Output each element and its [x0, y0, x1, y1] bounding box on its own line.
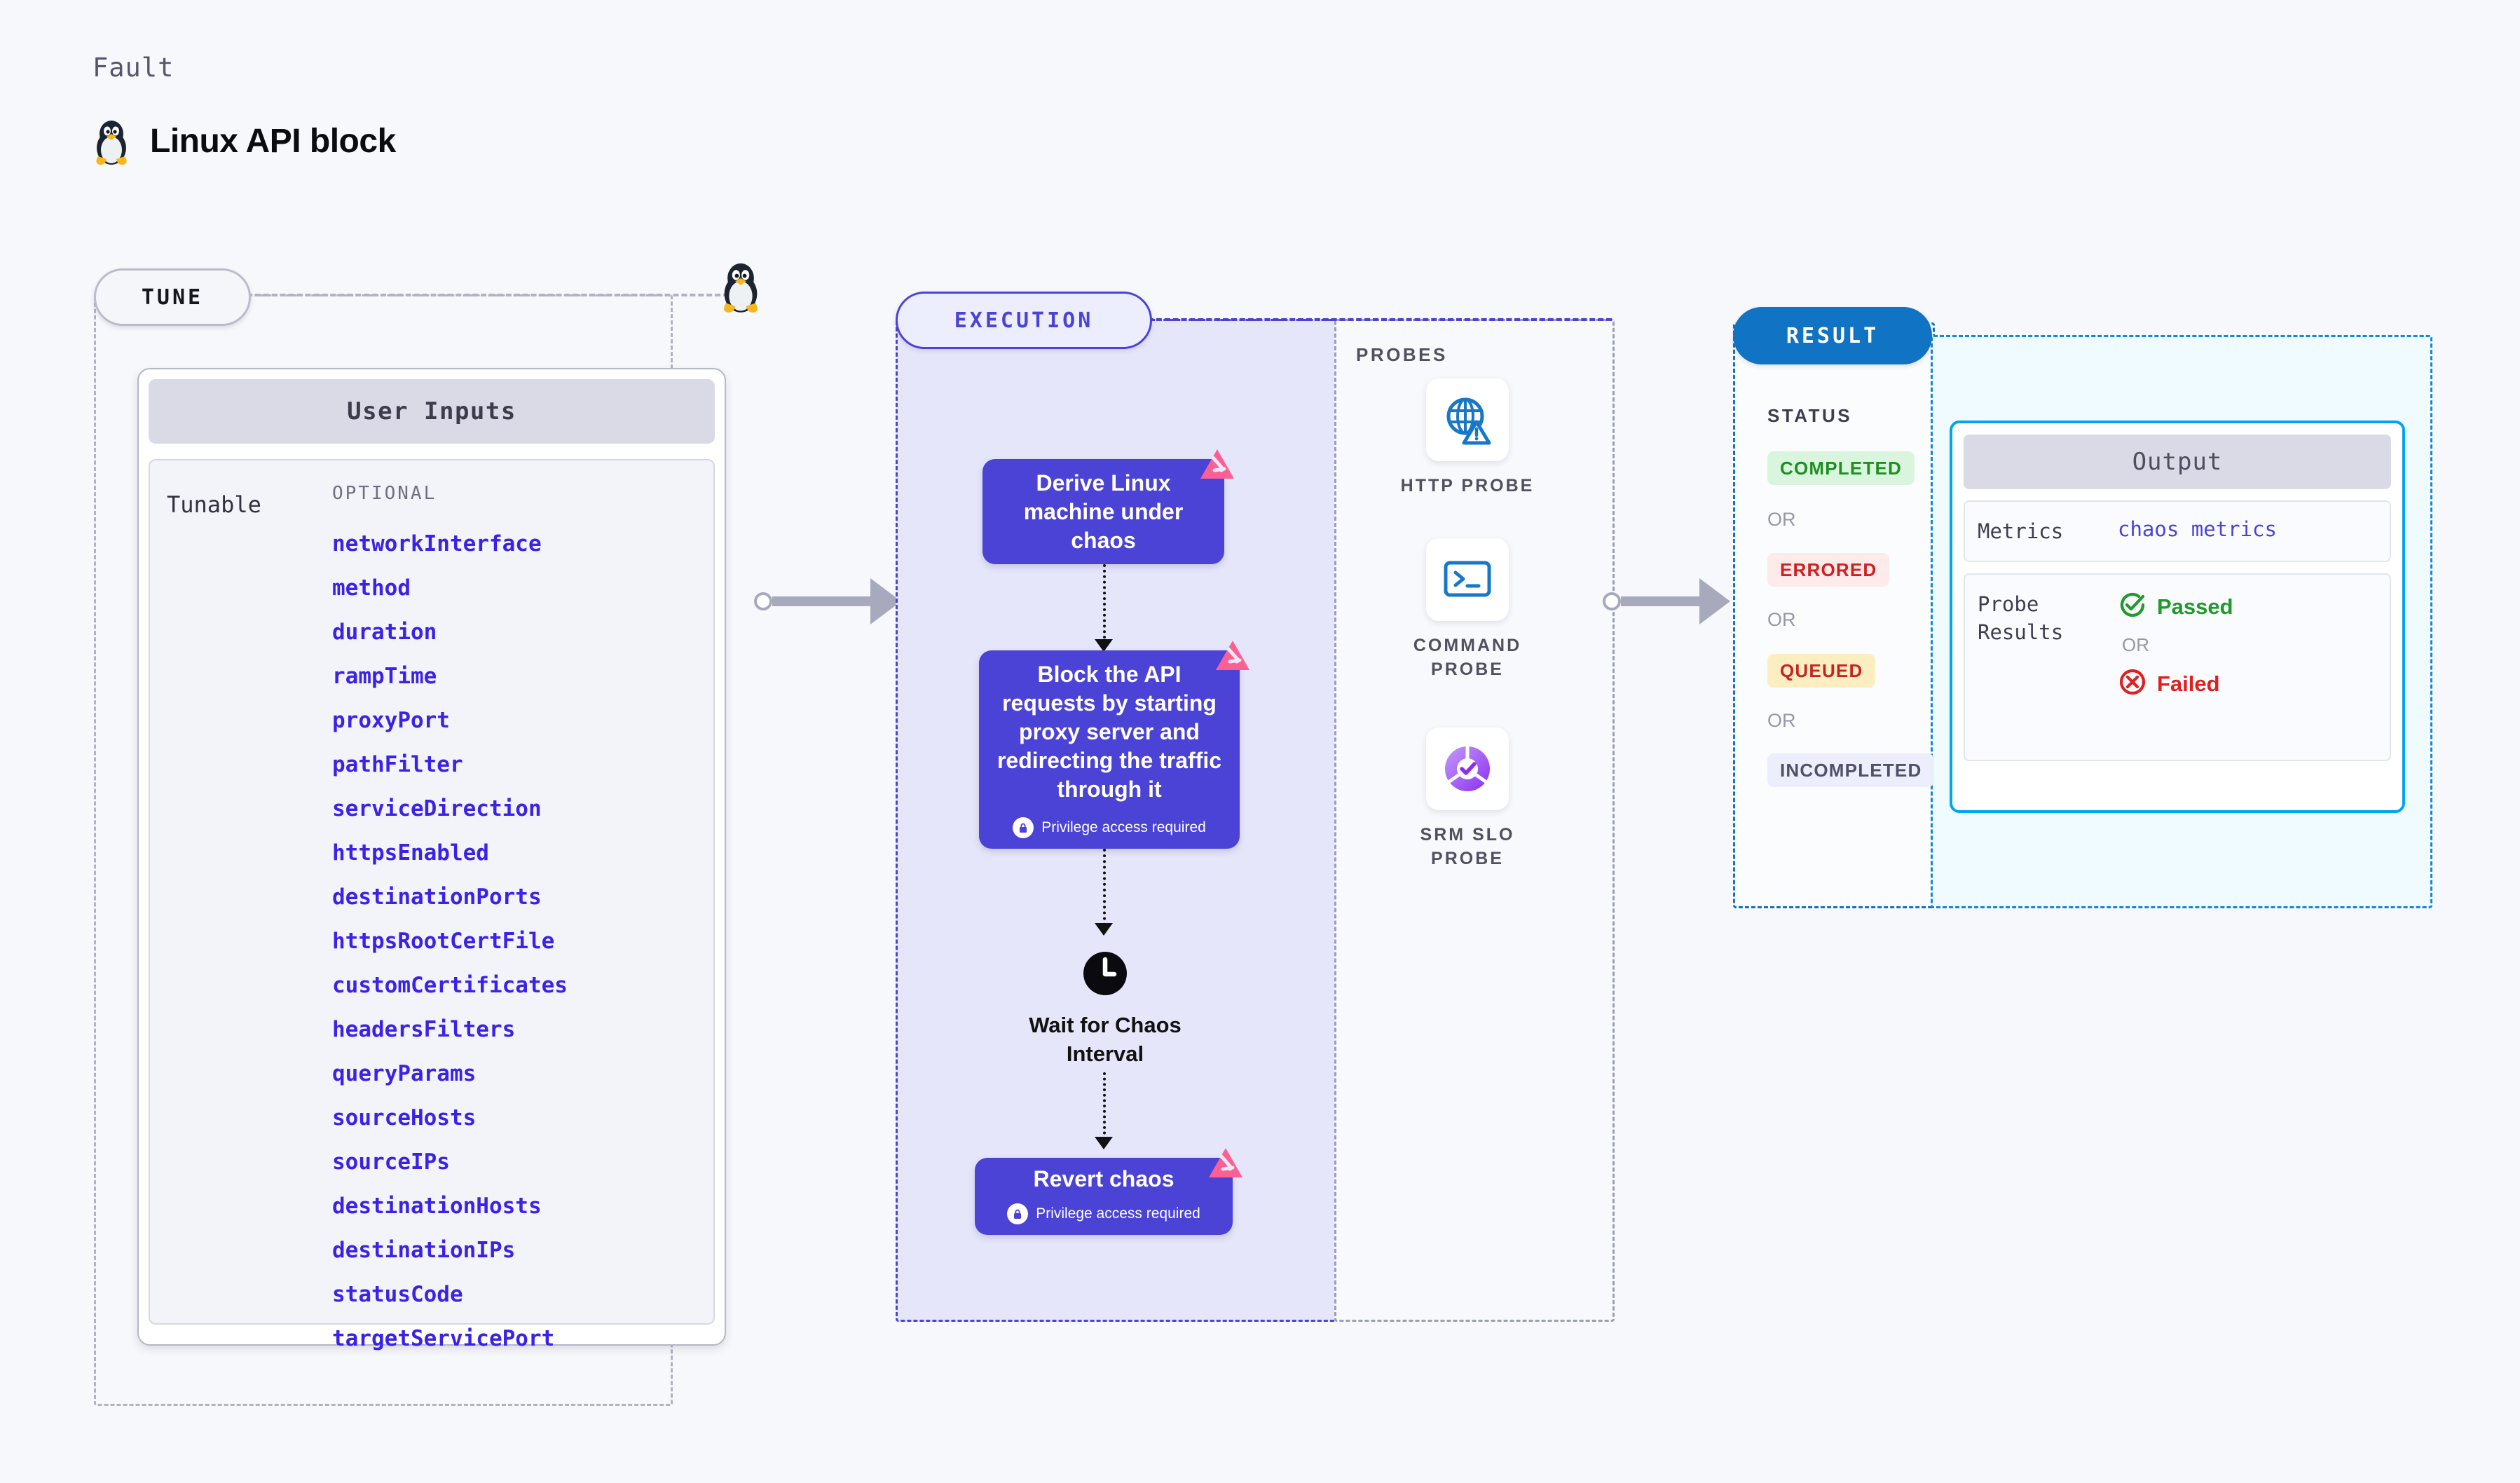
privilege-text: Privilege access required	[1036, 1205, 1200, 1222]
linux-tux-boundary-icon	[718, 258, 764, 317]
connector-execution-to-result	[1603, 578, 1753, 624]
param-customCertificates[interactable]: customCertificates	[332, 973, 568, 998]
flow-arrowhead-3	[1095, 1137, 1113, 1149]
status-badge-queued: QUEUED	[1767, 654, 1876, 688]
tunable-parameter-list: OPTIONAL networkInterface method duratio…	[332, 472, 713, 1351]
flow-arrowhead-2	[1095, 923, 1113, 936]
result-pill[interactable]: RESULT	[1733, 307, 1932, 364]
privilege-notice: Privilege access required	[1013, 813, 1206, 842]
param-pathFilter[interactable]: pathFilter	[332, 752, 463, 777]
param-sourceHosts[interactable]: sourceHosts	[332, 1105, 477, 1130]
param-sourceIPs[interactable]: sourceIPs	[332, 1149, 450, 1175]
page-header: Linux API block	[91, 116, 396, 166]
litmus-corner-badge-icon	[1199, 448, 1235, 481]
privilege-text: Privilege access required	[1041, 819, 1206, 835]
param-serviceDirection[interactable]: serviceDirection	[332, 796, 542, 821]
probe-http[interactable]: HTTP PROBE	[1387, 378, 1548, 498]
result-section-panel	[1733, 322, 1935, 908]
optional-label: OPTIONAL	[332, 483, 437, 504]
flow-connector-3	[1103, 1072, 1106, 1145]
litmus-corner-badge-icon	[1214, 639, 1251, 673]
param-proxyPort[interactable]: proxyPort	[332, 708, 450, 733]
probes-section-label: PROBES	[1356, 344, 1448, 365]
connector-start-dot	[1603, 592, 1621, 610]
param-httpsRootCertFile[interactable]: httpsRootCertFile	[332, 929, 555, 954]
param-destinationIPs[interactable]: destinationIPs	[332, 1238, 516, 1263]
litmus-corner-badge-icon	[1207, 1147, 1244, 1180]
slo-donut-check-icon	[1426, 727, 1509, 810]
param-targetServicePort[interactable]: targetServicePort	[332, 1326, 555, 1351]
param-method[interactable]: method	[332, 575, 411, 601]
status-badge-completed: COMPLETED	[1767, 451, 1915, 485]
clock-icon	[1007, 950, 1203, 1001]
probe-command[interactable]: COMMAND PROBE	[1387, 538, 1548, 681]
flow-node-label: Block the API requests by starting proxy…	[997, 662, 1222, 802]
param-statusCode[interactable]: statusCode	[332, 1282, 463, 1307]
param-httpsEnabled[interactable]: httpsEnabled	[332, 840, 489, 866]
status-badge-incompleted: INCOMPLETED	[1767, 753, 1935, 787]
page-eyebrow: Fault	[93, 53, 174, 83]
status-label: STATUS	[1767, 405, 1853, 426]
metrics-value[interactable]: chaos metrics	[2118, 517, 2277, 541]
status-badge-errored: ERRORED	[1767, 553, 1890, 587]
user-inputs-card: User Inputs Tunable OPTIONAL networkInte…	[137, 368, 726, 1351]
probe-results-values: Passed OR Failed	[2118, 590, 2233, 700]
linux-tux-icon	[91, 116, 132, 166]
or-separator: OR	[1767, 609, 1796, 630]
probe-caption: SRM SLO PROBE	[1420, 825, 1515, 868]
flow-node-block-api[interactable]: Block the API requests by starting proxy…	[979, 641, 1249, 849]
probe-srm-slo[interactable]: SRM SLO PROBE	[1387, 727, 1548, 870]
flow-node-label: Derive Linux machine under chaos	[1023, 470, 1184, 553]
tunable-label: Tunable	[167, 491, 261, 518]
passed-label: Passed	[2157, 594, 2233, 619]
flow-connector-1	[1103, 564, 1106, 650]
param-headersFilters[interactable]: headersFilters	[332, 1017, 516, 1042]
flow-connector-2	[1103, 849, 1106, 931]
connector-line	[1621, 596, 1699, 606]
param-duration[interactable]: duration	[332, 620, 437, 645]
globe-warning-icon	[1426, 378, 1509, 461]
connector-arrowhead	[1699, 578, 1730, 624]
x-circle-icon	[2118, 667, 2147, 700]
output-row-probe-results: Probe Results Passed OR	[1964, 573, 2391, 761]
tunable-section: Tunable OPTIONAL networkInterface method…	[149, 459, 715, 1351]
tune-pill[interactable]: TUNE	[94, 268, 251, 326]
flow-node-derive-machine[interactable]: Derive Linux machine under chaos	[982, 449, 1234, 564]
execution-pill[interactable]: EXECUTION	[896, 292, 1152, 349]
flow-node-revert-chaos[interactable]: Revert chaos Privilege access required	[975, 1148, 1242, 1235]
probe-results-key: Probe Results	[1978, 592, 2064, 644]
lock-icon	[1007, 1203, 1029, 1224]
output-row-metrics: Metrics chaos metrics	[1964, 500, 2391, 562]
probe-caption: HTTP PROBE	[1400, 476, 1535, 496]
or-separator: OR	[1767, 710, 1796, 731]
page-title: Linux API block	[150, 122, 396, 160]
flow-node-label: Revert chaos	[1033, 1166, 1175, 1191]
param-networkInterface[interactable]: networkInterface	[332, 531, 542, 556]
probe-caption: COMMAND PROBE	[1413, 636, 1522, 679]
lock-icon	[1013, 816, 1034, 838]
wait-label: Wait for Chaos Interval	[1029, 1013, 1182, 1066]
param-destinationPorts[interactable]: destinationPorts	[332, 884, 542, 910]
metrics-key: Metrics	[1978, 519, 2064, 543]
check-circle-icon	[2118, 590, 2147, 623]
output-title: Output	[1964, 435, 2391, 489]
flow-node-wait-interval: Wait for Chaos Interval	[1007, 950, 1203, 1068]
param-queryParams[interactable]: queryParams	[332, 1061, 477, 1086]
probe-result-failed: Failed	[2118, 667, 2233, 700]
or-separator: OR	[1767, 509, 1796, 530]
privilege-notice: Privilege access required	[1007, 1199, 1200, 1228]
param-rampTime[interactable]: rampTime	[332, 664, 437, 689]
connector-line	[772, 596, 870, 606]
output-card: Output Metrics chaos metrics Probe Resul…	[1950, 421, 2405, 813]
param-destinationHosts[interactable]: destinationHosts	[332, 1194, 542, 1219]
tune-top-dashed-line	[247, 294, 737, 296]
connector-start-dot	[754, 592, 772, 610]
or-separator: OR	[2122, 634, 2149, 655]
execution-top-dashed-line	[1148, 318, 1612, 321]
probe-result-passed: Passed	[2118, 590, 2233, 623]
flow-arrowhead-1	[1095, 639, 1113, 652]
failed-label: Failed	[2157, 671, 2220, 696]
user-inputs-title: User Inputs	[149, 379, 715, 444]
terminal-icon	[1426, 538, 1509, 621]
